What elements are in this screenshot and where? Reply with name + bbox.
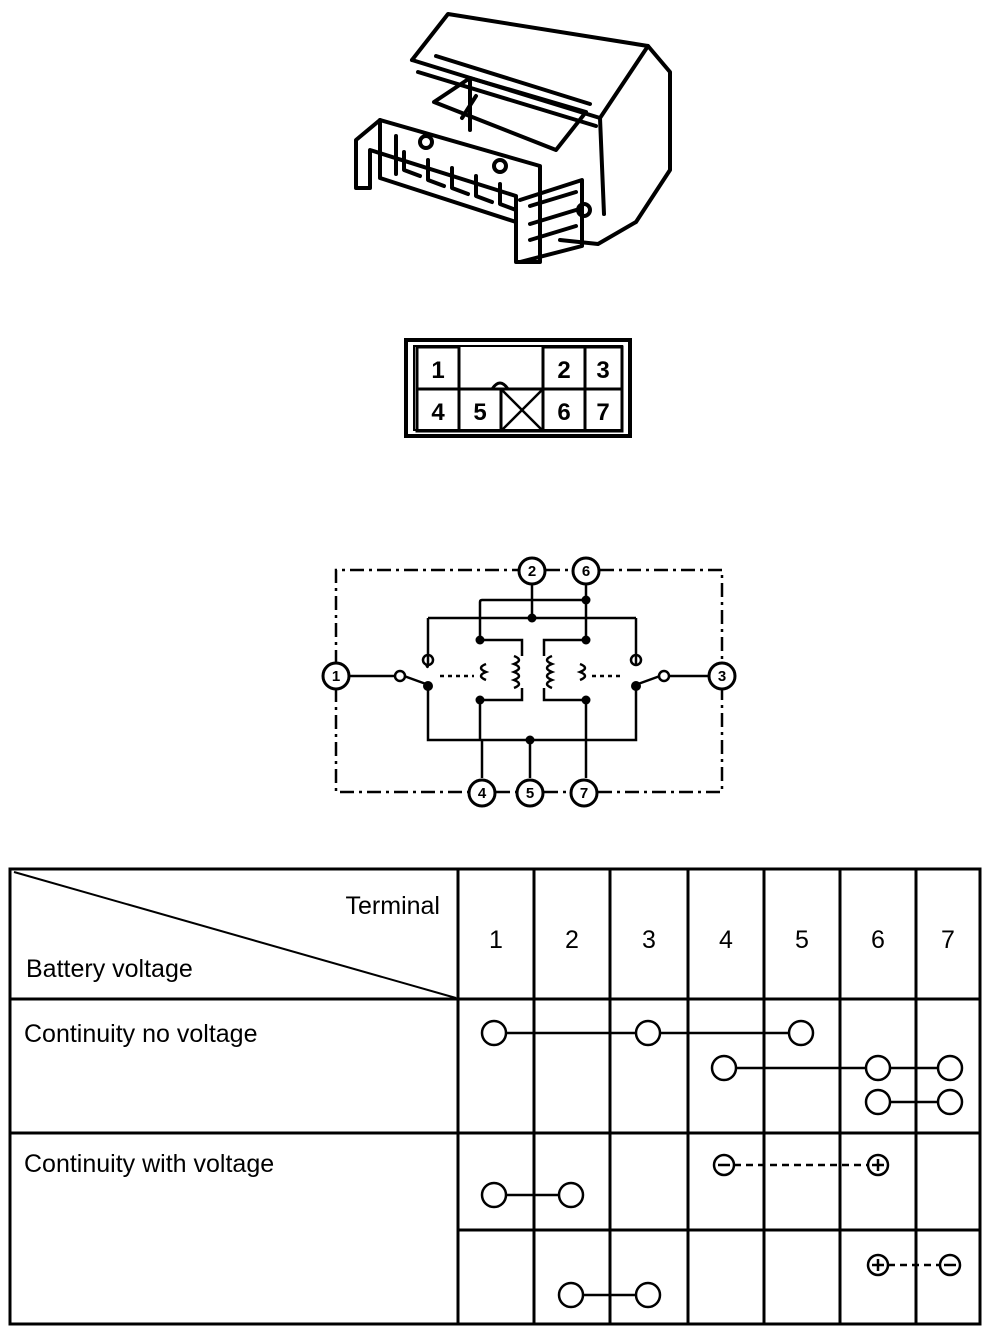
circuit-node-4: 4: [478, 785, 487, 802]
terminal-header-7: 7: [941, 926, 955, 954]
circuit-node-3: 3: [718, 668, 726, 685]
row-label-with-voltage: Continuity with voltage: [24, 1150, 274, 1178]
connector-pin-2: 2: [557, 357, 570, 384]
continuity-marker: [936, 1054, 964, 1082]
continuity-marker: [634, 1019, 662, 1047]
continuity-marker: [557, 1181, 585, 1209]
circuit-node-6: 6: [582, 563, 590, 580]
continuity-marker: [557, 1281, 585, 1309]
terminal-header-2: 2: [565, 926, 579, 954]
circuit-node-1: 1: [332, 668, 340, 685]
connector-pin-5: 5: [473, 399, 486, 426]
terminal-header-1: 1: [489, 926, 503, 954]
row-label-no-voltage: Continuity no voltage: [24, 1020, 257, 1048]
circuit-node-2: 2: [528, 563, 536, 580]
continuity-marker: [480, 1181, 508, 1209]
continuity-marker: [864, 1054, 892, 1082]
terminal-header-3: 3: [642, 926, 656, 954]
connector-pin-6: 6: [557, 399, 570, 426]
connector-face: 1 2 3 4 5 6 7: [404, 338, 632, 438]
circuit-node-7: 7: [580, 785, 588, 802]
table-outline: [8, 867, 982, 1326]
relay-drawing: [354, 12, 672, 264]
continuity-marker: [787, 1019, 815, 1047]
terminal-header-4: 4: [719, 926, 733, 954]
continuity-marker: [936, 1088, 964, 1116]
terminal-header-6: 6: [871, 926, 885, 954]
continuity-marker: [710, 1054, 738, 1082]
connector-pin-3: 3: [596, 357, 609, 384]
connector-pin-1: 1: [431, 357, 444, 384]
circuit-schematic: 1 2 3 4 5 6 7: [321, 556, 737, 808]
header-diagonal: [13, 871, 457, 999]
continuity-marker: [480, 1019, 508, 1047]
terminal-header-5: 5: [795, 926, 809, 954]
continuity-marker: [634, 1281, 662, 1309]
header-terminal: Terminal: [346, 892, 440, 920]
connector-pin-4: 4: [431, 399, 445, 426]
connector-outline: [404, 338, 632, 438]
circuit-node-5: 5: [526, 785, 534, 802]
connector-pin-7: 7: [596, 399, 609, 426]
continuity-marker: [864, 1088, 892, 1116]
header-battery-voltage: Battery voltage: [26, 955, 193, 983]
